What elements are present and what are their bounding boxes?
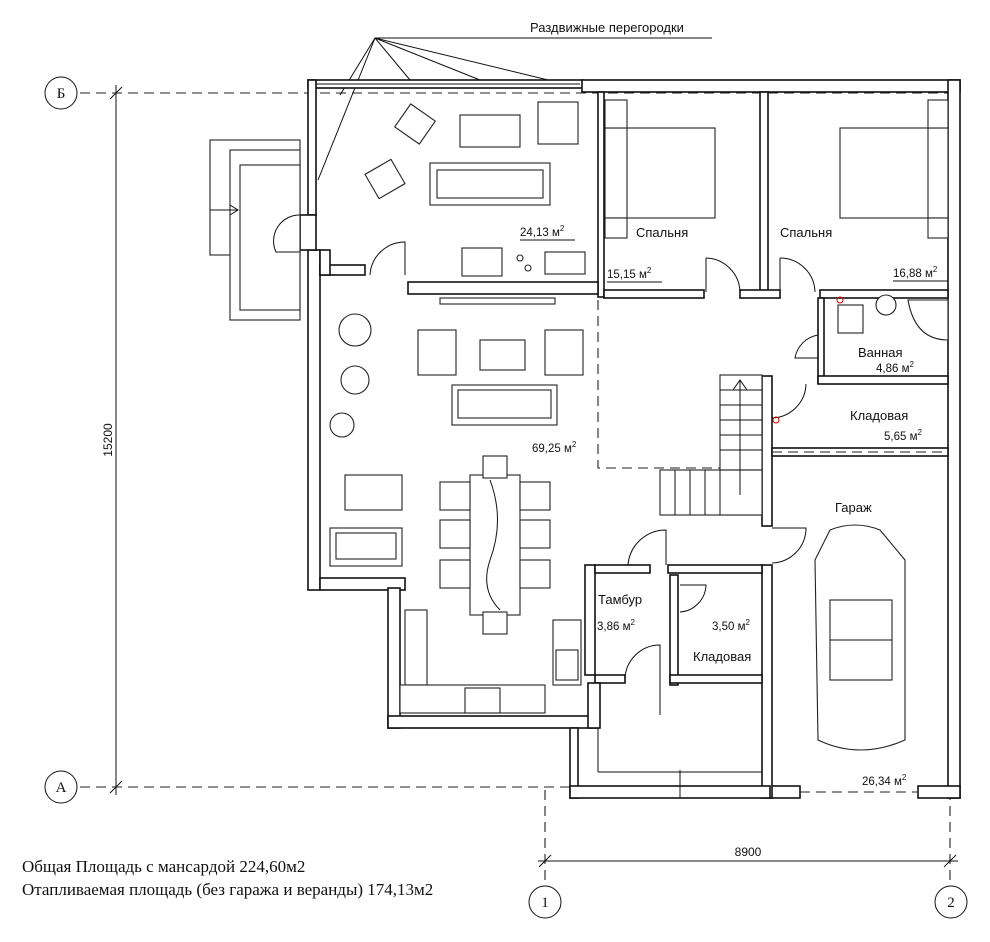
room-name-bedroom-1: Спальня bbox=[636, 225, 688, 240]
summary-heated-area: Отапливаемая площадь (без гаража и веран… bbox=[22, 880, 433, 899]
bedroom-1-furniture bbox=[604, 99, 716, 239]
room-area-storage-2: 3,50 м2 bbox=[712, 618, 750, 633]
room-area-vestibule: 3,86 м2 bbox=[597, 618, 635, 633]
axis-label-2: 2 bbox=[947, 895, 955, 911]
sliding-partitions-callout: Раздвижные перегородки bbox=[317, 20, 712, 181]
room-name-garage: Гараж bbox=[835, 500, 872, 515]
left-porch-steps bbox=[209, 139, 301, 321]
bathroom-fixtures bbox=[772, 294, 949, 424]
room-area-bedroom-2: 16,88 м2 bbox=[893, 265, 938, 280]
room-area-garage: 26,34 м2 bbox=[862, 773, 907, 788]
room-area-bathroom: 4,86 м2 bbox=[876, 360, 914, 375]
kitchen bbox=[399, 609, 582, 714]
doors bbox=[273, 214, 819, 715]
room-name-bathroom: Ванная bbox=[858, 345, 903, 360]
room-area-bedroom-1: 15,15 м2 bbox=[607, 266, 652, 281]
room-name-storage-1: Кладовая bbox=[850, 408, 908, 423]
room-name-bedroom-2: Спальня bbox=[780, 225, 832, 240]
axis-marker-b: Б bbox=[44, 76, 78, 110]
axis-marker-2: 2 bbox=[934, 885, 968, 919]
veranda-furniture bbox=[364, 101, 586, 277]
axis-marker-a: А bbox=[44, 770, 78, 804]
opening-outline bbox=[597, 300, 720, 469]
walls bbox=[299, 79, 961, 799]
grid-lines bbox=[80, 85, 960, 880]
summary-total-area: Общая Площадь с мансардой 224,60м2 bbox=[22, 857, 305, 876]
car bbox=[814, 524, 906, 751]
room-area-storage-1: 5,65 м2 bbox=[884, 428, 922, 443]
room-labels: 24,13 м2 Спальня 15,15 м2 Спальня 16,88 … bbox=[520, 224, 948, 788]
axis-label-1: 1 bbox=[541, 895, 549, 911]
axis-label-b: Б bbox=[57, 86, 66, 102]
dimension-horizontal: 8900 bbox=[735, 845, 762, 859]
dimension-vertical: 15200 bbox=[101, 423, 115, 457]
bedroom-2-furniture bbox=[839, 99, 949, 239]
sliding-partitions-label: Раздвижные перегородки bbox=[530, 20, 684, 35]
living-furniture bbox=[329, 297, 584, 567]
room-area-living: 69,25 м2 bbox=[532, 440, 577, 455]
room-name-vestibule: Тамбур bbox=[598, 592, 642, 607]
axis-marker-1: 1 bbox=[528, 885, 562, 919]
dining-table bbox=[439, 455, 551, 635]
room-name-storage-2: Кладовая bbox=[693, 649, 751, 664]
staircase bbox=[659, 374, 763, 516]
room-area-veranda: 24,13 м2 bbox=[520, 224, 565, 239]
axis-label-a: А bbox=[56, 780, 67, 796]
